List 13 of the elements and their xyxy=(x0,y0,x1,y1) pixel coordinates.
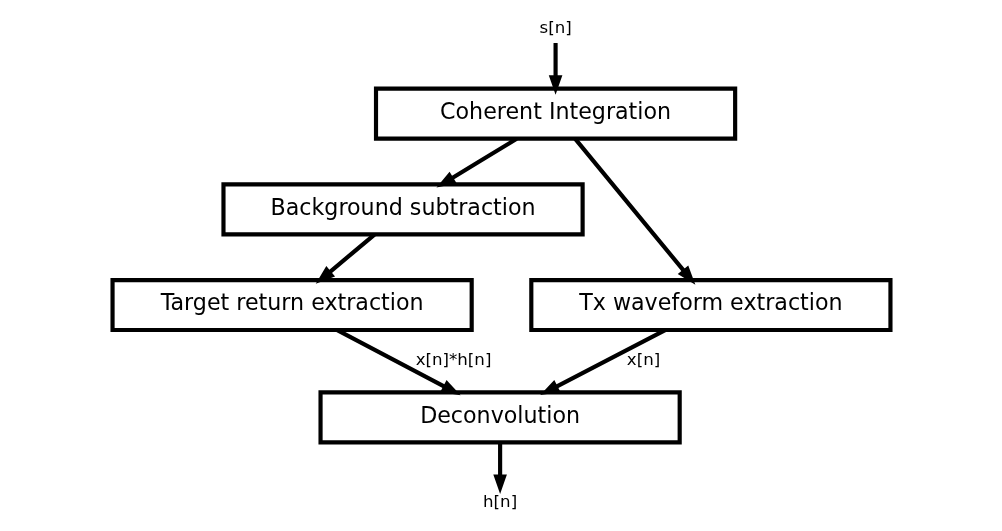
node-box: Tx waveform extraction xyxy=(528,278,893,333)
edge-label: x[n] xyxy=(626,350,660,370)
node-box: Deconvolution xyxy=(317,390,682,445)
arrow xyxy=(492,442,507,494)
node-box: Coherent Integration xyxy=(373,86,737,141)
arrow xyxy=(573,137,695,285)
node-box: Target return extraction xyxy=(109,278,474,333)
node-text: s[n] xyxy=(538,17,572,37)
node-text: h[n] xyxy=(482,491,517,511)
edge-label: x[n]*h[n] xyxy=(415,350,491,370)
arrow xyxy=(315,233,376,284)
node-box: Background subtraction xyxy=(220,182,585,237)
arrow xyxy=(548,43,562,95)
